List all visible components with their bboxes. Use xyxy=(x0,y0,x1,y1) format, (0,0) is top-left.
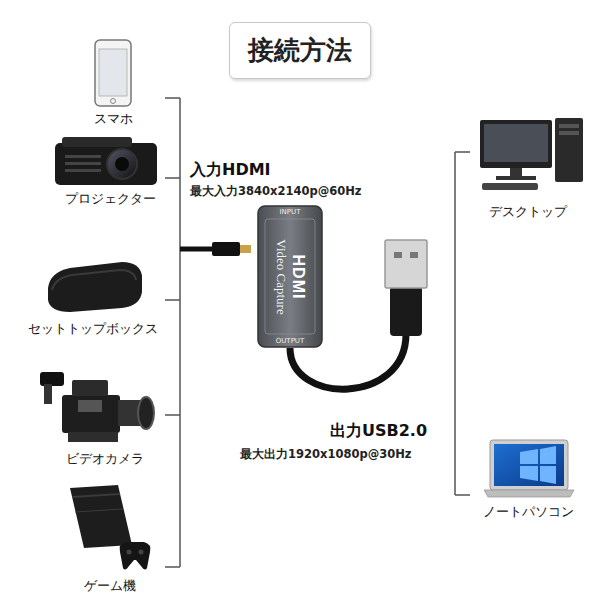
title-box: 接続方法 xyxy=(229,22,371,79)
device-print: Video CaptureHDMI xyxy=(273,225,307,329)
game-console-icon xyxy=(70,485,150,570)
device-label: ビデオカメラ xyxy=(66,450,144,468)
laptop-icon xyxy=(484,440,574,497)
spec-text: 最大出力1920x1080p@30Hz xyxy=(240,447,412,462)
desktop-icon xyxy=(480,118,583,190)
video-camera-icon xyxy=(40,372,154,442)
port-label: OUTPUT xyxy=(257,337,323,345)
device-label: デスクトップ xyxy=(489,203,567,221)
projector-icon xyxy=(55,137,157,185)
device-label: スマホ xyxy=(94,110,133,128)
bracket-line xyxy=(455,152,470,495)
spec-heading: 出力USB2.0 xyxy=(330,421,427,442)
device-name: Video Capture xyxy=(273,239,289,314)
hdmi-cable xyxy=(180,242,251,256)
port-label: INPUT xyxy=(257,208,323,216)
hdmi-logo: HDMI xyxy=(289,254,307,299)
phone-icon xyxy=(95,40,131,106)
device-label: ノートパソコン xyxy=(483,503,574,521)
device-label: プロジェクター xyxy=(65,190,156,208)
bracket-line xyxy=(165,98,180,567)
spec-heading: 入力HDMI xyxy=(190,160,271,181)
capture-device: INPUT Video CaptureHDMI OUTPUT xyxy=(257,205,323,348)
device-label: セットトップボックス xyxy=(28,320,158,338)
spec-text: 最大入力3840x2140p@60Hz xyxy=(190,184,362,199)
device-label: ゲーム機 xyxy=(84,577,136,595)
set-top-box-icon xyxy=(48,262,142,312)
